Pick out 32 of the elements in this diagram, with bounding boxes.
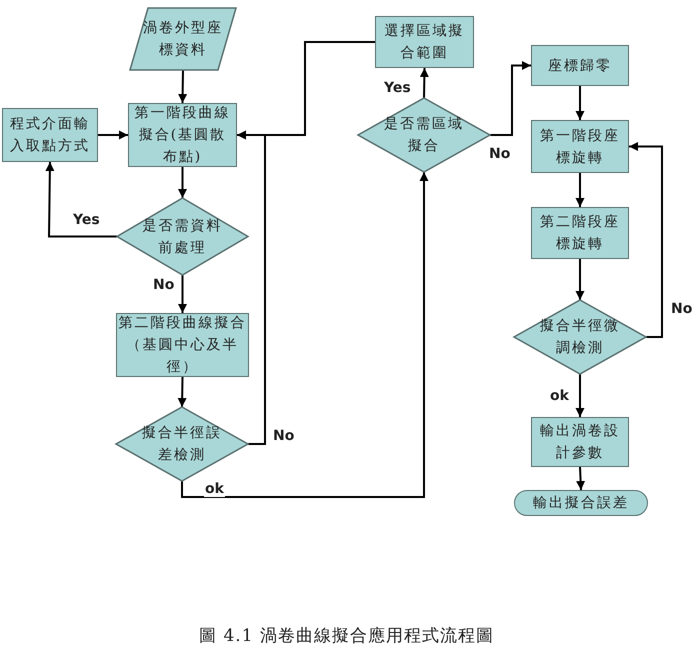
process-box: 第二階段座標旋轉: [531, 207, 629, 259]
process-box: 第二階段曲線擬合（基圓中心及半徑）: [116, 313, 249, 377]
process-box: 輸出渦卷設計參數: [531, 417, 629, 467]
arrow: [181, 172, 428, 498]
process-box: 第一階段座標旋轉: [531, 120, 629, 173]
arrow: [178, 70, 188, 104]
caption: 圖 4.1 渦卷曲線擬合應用程式流程圖: [199, 626, 494, 646]
decision-diamond: 擬合半徑誤差檢測: [116, 407, 248, 481]
arrow: [576, 86, 584, 120]
arrow: [178, 275, 187, 313]
process-box: 座標歸零: [531, 45, 629, 86]
arrow: [98, 130, 128, 140]
terminal-box: 輸出擬合誤差: [514, 490, 648, 516]
arrow: [178, 376, 187, 408]
arrow: [576, 466, 586, 490]
arrow: [490, 61, 531, 136]
process-box: 選擇區域擬合範圍: [375, 16, 474, 68]
process-box: 第一階段曲線擬合(基圓散布點): [128, 103, 237, 167]
decision-diamond: 是否需資料前處理: [117, 198, 248, 275]
decision-diamond: 是否需區域擬合: [358, 98, 490, 172]
data-parallelogram: 渦卷外型座標資料: [130, 8, 236, 70]
arrow: [45, 162, 117, 238]
arrow: [237, 41, 375, 140]
edge-label: ok: [204, 481, 225, 497]
process-box: 程式介面輸入取點方式: [2, 108, 98, 162]
arrow: [420, 68, 429, 98]
arrow: [178, 167, 187, 198]
arrow: [576, 374, 584, 417]
arrow: [576, 173, 584, 207]
arrow: [576, 259, 584, 300]
arrow: [629, 142, 663, 338]
decision-diamond: 擬合半徑微調檢測: [514, 300, 646, 374]
